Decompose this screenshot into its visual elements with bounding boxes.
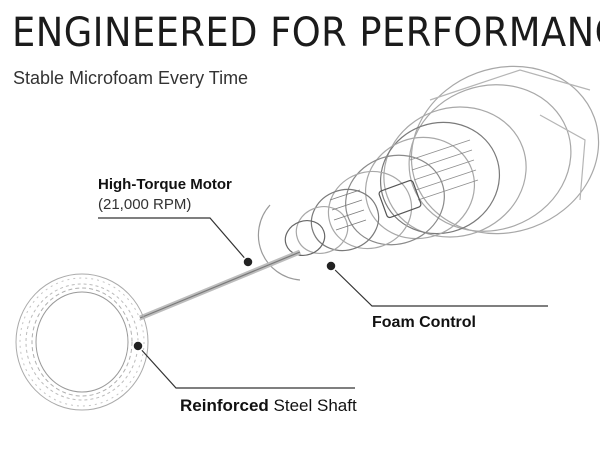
motor-assembly-icon: [257, 65, 600, 281]
whisk-coil-icon: [15, 273, 149, 411]
shaft-leader: [137, 345, 355, 389]
foam-leader: [330, 265, 548, 307]
motor-callout-title: High-Torque Motor: [98, 176, 232, 193]
motor-leader: [98, 217, 249, 263]
shaft-callout-bold: Reinforced: [180, 396, 269, 415]
foam-dot: [325, 260, 337, 272]
callout-lines: [98, 217, 548, 389]
page-subtitle: Stable Microfoam Every Time: [13, 68, 249, 88]
callout-dots: [132, 256, 337, 352]
shaft-callout-rest: Steel Shaft: [268, 396, 357, 415]
steel-shaft: [139, 249, 301, 321]
motor-callout-detail: (21,000 RPM): [98, 196, 192, 213]
foam-callout-title: Foam Control: [372, 314, 476, 331]
shaft-dot: [132, 340, 144, 352]
shaft-callout: Reinforced Steel Shaft: [180, 396, 357, 416]
motor-dot: [242, 256, 254, 268]
page-title: ENGINEERED FOR PERFORMANCE: [12, 10, 600, 56]
